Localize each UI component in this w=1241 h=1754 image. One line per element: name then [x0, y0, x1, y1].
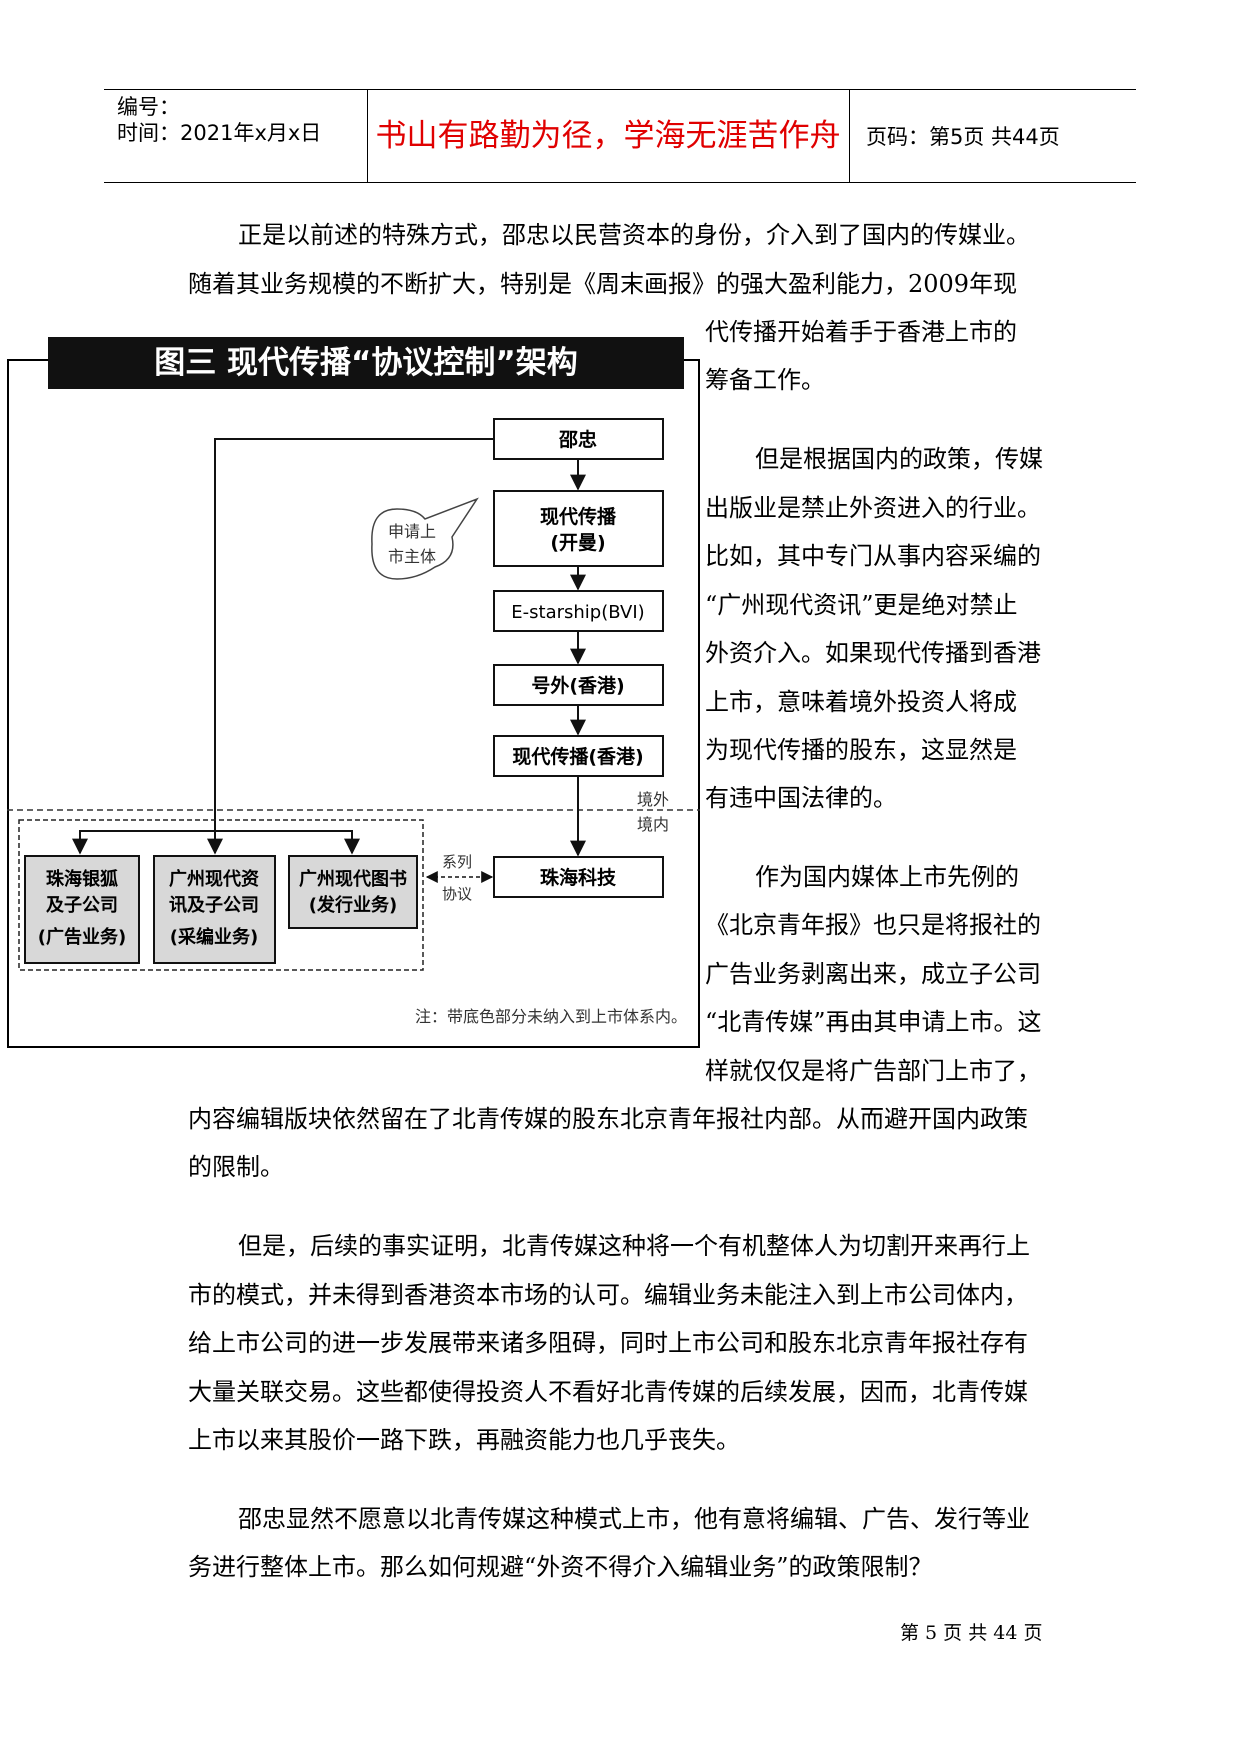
text-line: 邵忠显然不愿意以北青传媒这种模式上市，他有意将编辑、广告、发行等业 [238, 1505, 1030, 1533]
text-line: 外资介入。如果现代传播到香港 [705, 639, 1041, 667]
text-line: 有违中国法律的。 [705, 784, 897, 812]
header-divider-right [849, 90, 850, 182]
text-line: 大量关联交易。这些都使得投资人不看好北青传媒的后续发展，因而，北青传媒 [188, 1378, 1028, 1406]
node-haowai-box [493, 664, 664, 706]
node-gz-zixun-line2: 讯及子公司 [169, 895, 259, 916]
text-line: 的限制。 [188, 1153, 284, 1181]
callout-line2: 市主体 [388, 547, 436, 566]
header-top-rule [104, 89, 1136, 90]
node-zhuhai-tech: 珠海科技 [540, 866, 617, 889]
connector-shaozhong [207, 438, 494, 855]
text-line: 筹备工作。 [705, 366, 825, 394]
text-line: 比如，其中专门从事内容采编的 [705, 542, 1041, 570]
agreement-label-2: 协议 [442, 885, 472, 903]
domestic-group-frame [18, 819, 424, 971]
figure-title: 图三 现代传播“协议控制”架构 [48, 337, 684, 389]
figure-note: 注：带底色部分未纳入到上市体系内。 [415, 1007, 687, 1026]
node-zh-yinhu-line1: 珠海银狐 [46, 868, 118, 890]
text-line: 但是根据国内的政策，传媒 [755, 445, 1043, 473]
node-shaozhong: 邵忠 [558, 429, 597, 451]
node-zh-yinhu-box [24, 855, 140, 964]
header-page-label: 页码：第5页 共44页 [866, 125, 1060, 149]
node-gz-tushu-line1: 广州现代图书 [299, 868, 407, 890]
node-modern-media-box [493, 490, 664, 567]
header-divider-left [367, 90, 368, 182]
text-line: “广州现代资讯”更是绝对禁止 [705, 591, 1018, 619]
node-gz-zixun-line3: (采编业务) [170, 926, 258, 948]
node-shaozhong-box [493, 418, 664, 460]
text-line: 样就仅仅是将广告部门上市了， [705, 1057, 1041, 1085]
callout-line1: 申请上 [388, 522, 436, 541]
text-line: “北青传媒”再由其申请上市。这 [705, 1008, 1042, 1036]
text-line: 务进行整体上市。那么如何规避“外资不得介入编辑业务”的政策限制？ [188, 1553, 933, 1581]
text-line: 内容编辑版块依然留在了北青传媒的股东北京青年报社内部。从而避开国内政策 [188, 1105, 1028, 1133]
node-haowai: 号外(香港) [531, 674, 624, 697]
text-line: 作为国内媒体上市先例的 [755, 863, 1019, 891]
text-line: 正是以前述的特殊方式，邵忠以民营资本的身份，介入到了国内的传媒业。 [238, 221, 1030, 249]
header-bottom-rule [104, 182, 1136, 183]
label-inside: 境内 [637, 815, 669, 834]
text-line: 《北京青年报》也只是将报社的 [705, 911, 1041, 939]
node-gz-tushu-box [288, 855, 418, 929]
node-estarship: E-starship(BVI) [511, 602, 644, 623]
text-line: 给上市公司的进一步发展带来诸多阻碍，同时上市公司和股东北京青年报社存有 [188, 1329, 1028, 1357]
text-line: 上市，意味着境外投资人将成 [705, 688, 1017, 716]
node-zhuhai-tech-box [493, 856, 664, 898]
header-motto: 书山有路勤为径，学海无涯苦作舟 [375, 118, 841, 154]
node-zh-yinhu-line2: 及子公司 [46, 895, 118, 916]
node-zh-yinhu-line3: (广告业务) [38, 926, 126, 948]
text-line: 为现代传播的股东，这显然是 [705, 736, 1017, 764]
node-gz-zixun-line1: 广州现代资 [169, 868, 259, 890]
page-footer: 第 5 页 共 44 页 [900, 1622, 1043, 1644]
text-line: 市的模式，并未得到香港资本市场的认可。编辑业务未能注入到上市公司体内， [188, 1281, 1028, 1309]
node-estarship-box [493, 590, 664, 632]
text-line: 但是，后续的事实证明，北青传媒这种将一个有机整体人为切割开来再行上 [238, 1232, 1030, 1260]
node-modern-media-line1: 现代传播 [540, 505, 617, 528]
node-gz-tushu-line2: (发行业务) [309, 894, 397, 916]
agreement-label-1: 系列 [442, 853, 472, 871]
node-modern-media-line2: (开曼) [550, 532, 605, 554]
node-gz-zixun-box [153, 855, 276, 964]
text-line: 上市以来其股价一路下跌，再融资能力也几乎丧失。 [188, 1426, 740, 1454]
structure-diagram: 境外 境内 邵忠 现代传播 (开曼) E-starship(BVI) 号外(香港… [7, 418, 700, 1026]
header-number-label: 编号： [117, 95, 180, 119]
callout-bubble [371, 497, 479, 580]
label-outside: 境外 [637, 790, 669, 809]
header-time-label: 时间：2021年x月x日 [117, 121, 322, 145]
text-line: 出版业是禁止外资进入的行业。 [705, 494, 1041, 522]
text-line: 代传播开始着手于香港上市的 [705, 318, 1017, 346]
node-modern-hk-box [493, 735, 664, 777]
text-line: 随着其业务规模的不断扩大，特别是《周末画报》的强大盈利能力，2009年现 [188, 270, 1018, 298]
node-modern-hk: 现代传播(香港) [512, 745, 643, 768]
text-line: 广告业务剥离出来，成立子公司 [705, 960, 1041, 988]
